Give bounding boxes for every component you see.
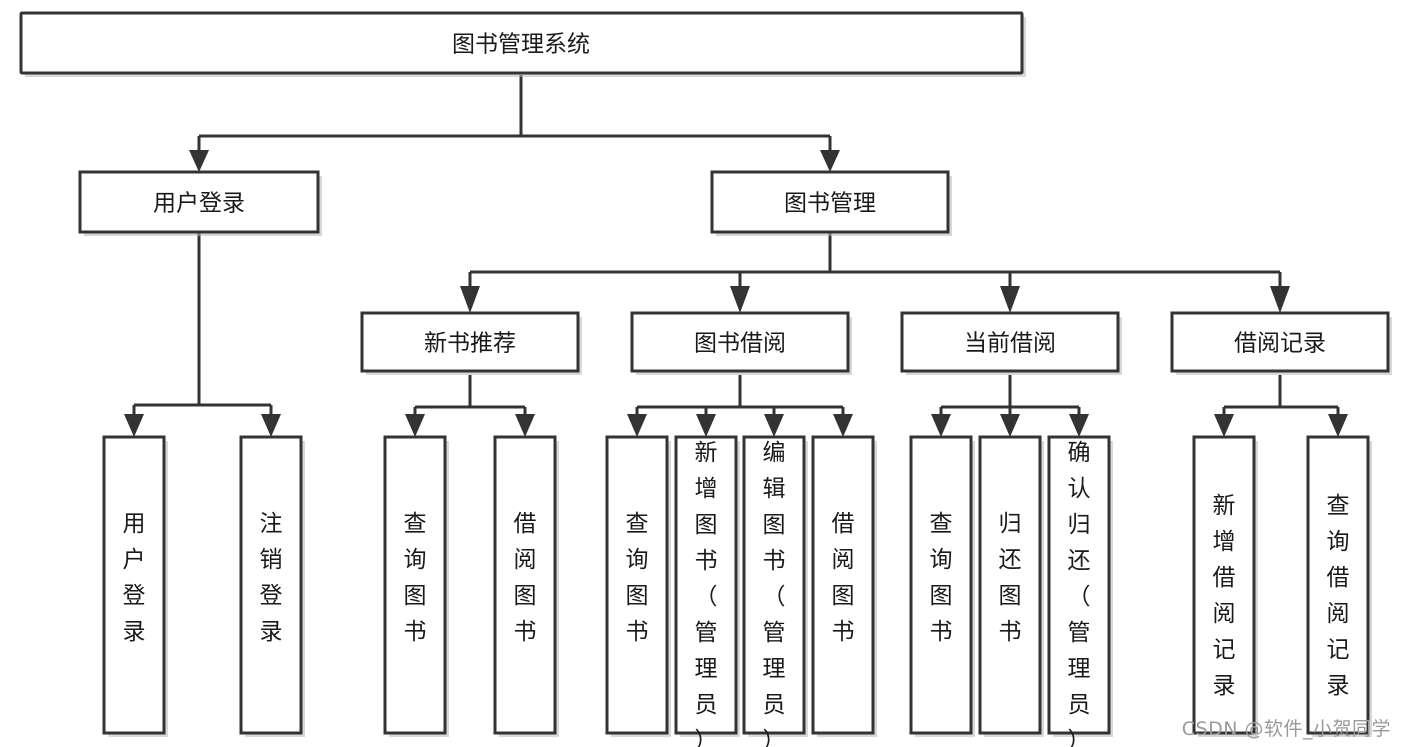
arrowhead-leaf-borrow-record-2 — [1328, 414, 1348, 437]
node-borrow-record-label: 借阅记录 — [1234, 331, 1326, 357]
arrowhead-book-borrow — [730, 286, 750, 313]
leaf-book-borrow-query-box[interactable] — [605, 435, 669, 735]
node-borrow-record-box[interactable] — [1170, 311, 1390, 373]
leaf-current-borrow-confirm-label: 确认归还（管理员） — [1068, 440, 1091, 747]
leaf-current-borrow-query-label: 查询图书 — [930, 511, 953, 645]
leaf-book-borrow-borrow-box[interactable] — [811, 435, 875, 735]
node-root[interactable]: 图书管理系统 — [19, 11, 1026, 77]
leaf-book-borrow-borrow-label: 借阅图书 — [832, 511, 855, 645]
arrowhead-leaf-book-borrow-2 — [696, 414, 716, 437]
leaf-new-book-borrow[interactable]: 借阅图书 — [493, 435, 559, 737]
arrowhead-leaf-new-book-2 — [515, 414, 535, 437]
node-new-book-recommend[interactable]: 新书推荐 — [360, 311, 582, 375]
leaf-new-book-query-label: 查询图书 — [404, 511, 427, 645]
node-new-book-recommend-box[interactable] — [360, 311, 580, 373]
node-current-borrow[interactable]: 当前借阅 — [900, 311, 1122, 375]
leaf-borrow-record-add-box[interactable] — [1192, 435, 1256, 735]
leaf-borrow-record-query-box[interactable] — [1306, 435, 1370, 735]
leaf-current-borrow-query-box[interactable] — [909, 435, 973, 735]
leaf-current-borrow-return-box[interactable] — [978, 435, 1042, 735]
leaf-book-borrow-query[interactable]: 查询图书 — [605, 435, 671, 737]
node-user-login-label: 用户登录 — [153, 191, 245, 217]
leaf-borrow-record-query-label: 查询借阅记录 — [1327, 493, 1350, 699]
node-book-borrow-box[interactable] — [630, 311, 850, 373]
node-book-borrow[interactable]: 图书借阅 — [630, 311, 852, 375]
leaf-user-login-logout[interactable]: 注销登录 — [239, 435, 305, 737]
leaf-new-book-borrow-box[interactable] — [493, 435, 557, 735]
leaf-current-borrow-return-label: 归还图书 — [999, 511, 1022, 645]
leaf-book-borrow-borrow[interactable]: 借阅图书 — [811, 435, 877, 737]
arrowhead-book-mgmt — [820, 150, 840, 172]
leaf-current-borrow-confirm-box[interactable] — [1047, 435, 1111, 735]
arrowhead-leaf-book-borrow-3 — [764, 414, 784, 437]
leaf-book-borrow-query-label: 查询图书 — [626, 511, 649, 645]
leaf-borrow-record-query[interactable]: 查询借阅记录 — [1306, 435, 1372, 737]
leaf-user-login-logout-label: 注销登录 — [260, 511, 283, 645]
node-book-management-box[interactable] — [710, 170, 950, 234]
node-current-borrow-box[interactable] — [900, 311, 1120, 373]
arrowhead-leaf-current-borrow-1 — [931, 414, 951, 437]
arrowhead-leaf-borrow-record-1 — [1214, 414, 1234, 437]
leaf-book-borrow-add-box[interactable] — [674, 435, 738, 735]
leaf-user-login-login-box[interactable] — [102, 435, 166, 735]
leaf-borrow-record-add-label: 新增借阅记录 — [1213, 493, 1236, 699]
leaf-book-borrow-edit-box[interactable] — [742, 435, 806, 735]
arrowhead-leaf-current-borrow-2 — [1000, 414, 1020, 437]
arrowhead-borrow-record — [1270, 286, 1290, 313]
leaf-user-login-login-label: 用户登录 — [123, 511, 146, 645]
leaf-current-borrow-query[interactable]: 查询图书 — [909, 435, 975, 737]
leaf-new-book-borrow-label: 借阅图书 — [514, 511, 537, 645]
arrowhead-leaf-user-login-1 — [124, 414, 144, 437]
arrowhead-leaf-new-book-1 — [405, 414, 425, 437]
leaf-current-borrow-confirm[interactable]: 确认归还（管理员） — [1047, 435, 1113, 747]
leaf-book-borrow-edit[interactable]: 编辑图书（管理员） — [742, 435, 808, 747]
arrowhead-current-borrow — [1000, 286, 1020, 313]
node-current-borrow-label: 当前借阅 — [964, 331, 1056, 357]
node-root-label: 图书管理系统 — [452, 32, 590, 58]
arrowhead-user-login — [189, 150, 209, 172]
node-user-login-box[interactable] — [78, 170, 320, 234]
leaf-borrow-record-add[interactable]: 新增借阅记录 — [1192, 435, 1258, 737]
arrowhead-leaf-book-borrow-4 — [833, 414, 853, 437]
node-book-management-label: 图书管理 — [784, 191, 876, 217]
node-new-book-recommend-label: 新书推荐 — [424, 331, 516, 357]
leaf-book-borrow-add-label: 新增图书（管理员） — [695, 440, 718, 747]
node-root-box[interactable] — [19, 11, 1024, 75]
leaf-book-borrow-edit-label: 编辑图书（管理员） — [763, 440, 786, 747]
leaf-book-borrow-add[interactable]: 新增图书（管理员） — [674, 435, 740, 747]
arrowhead-leaf-current-borrow-3 — [1069, 414, 1089, 437]
node-book-borrow-label: 图书借阅 — [694, 331, 786, 357]
watermark-text: CSDN @软件_小贺同学 — [1181, 718, 1391, 740]
node-user-login[interactable]: 用户登录 — [78, 170, 322, 236]
arrowhead-leaf-book-borrow-1 — [627, 414, 647, 437]
arrowhead-new-book — [460, 286, 480, 313]
arrowhead-leaf-user-login-2 — [261, 414, 281, 437]
connector-layer — [124, 75, 1348, 437]
leaf-new-book-query-box[interactable] — [383, 435, 447, 735]
node-book-management[interactable]: 图书管理 — [710, 170, 952, 236]
node-borrow-record[interactable]: 借阅记录 — [1170, 311, 1392, 375]
leaf-user-login-login[interactable]: 用户登录 — [102, 435, 168, 737]
leaf-current-borrow-return[interactable]: 归还图书 — [978, 435, 1044, 737]
leaf-new-book-query[interactable]: 查询图书 — [383, 435, 449, 737]
leaf-user-login-logout-box[interactable] — [239, 435, 303, 735]
